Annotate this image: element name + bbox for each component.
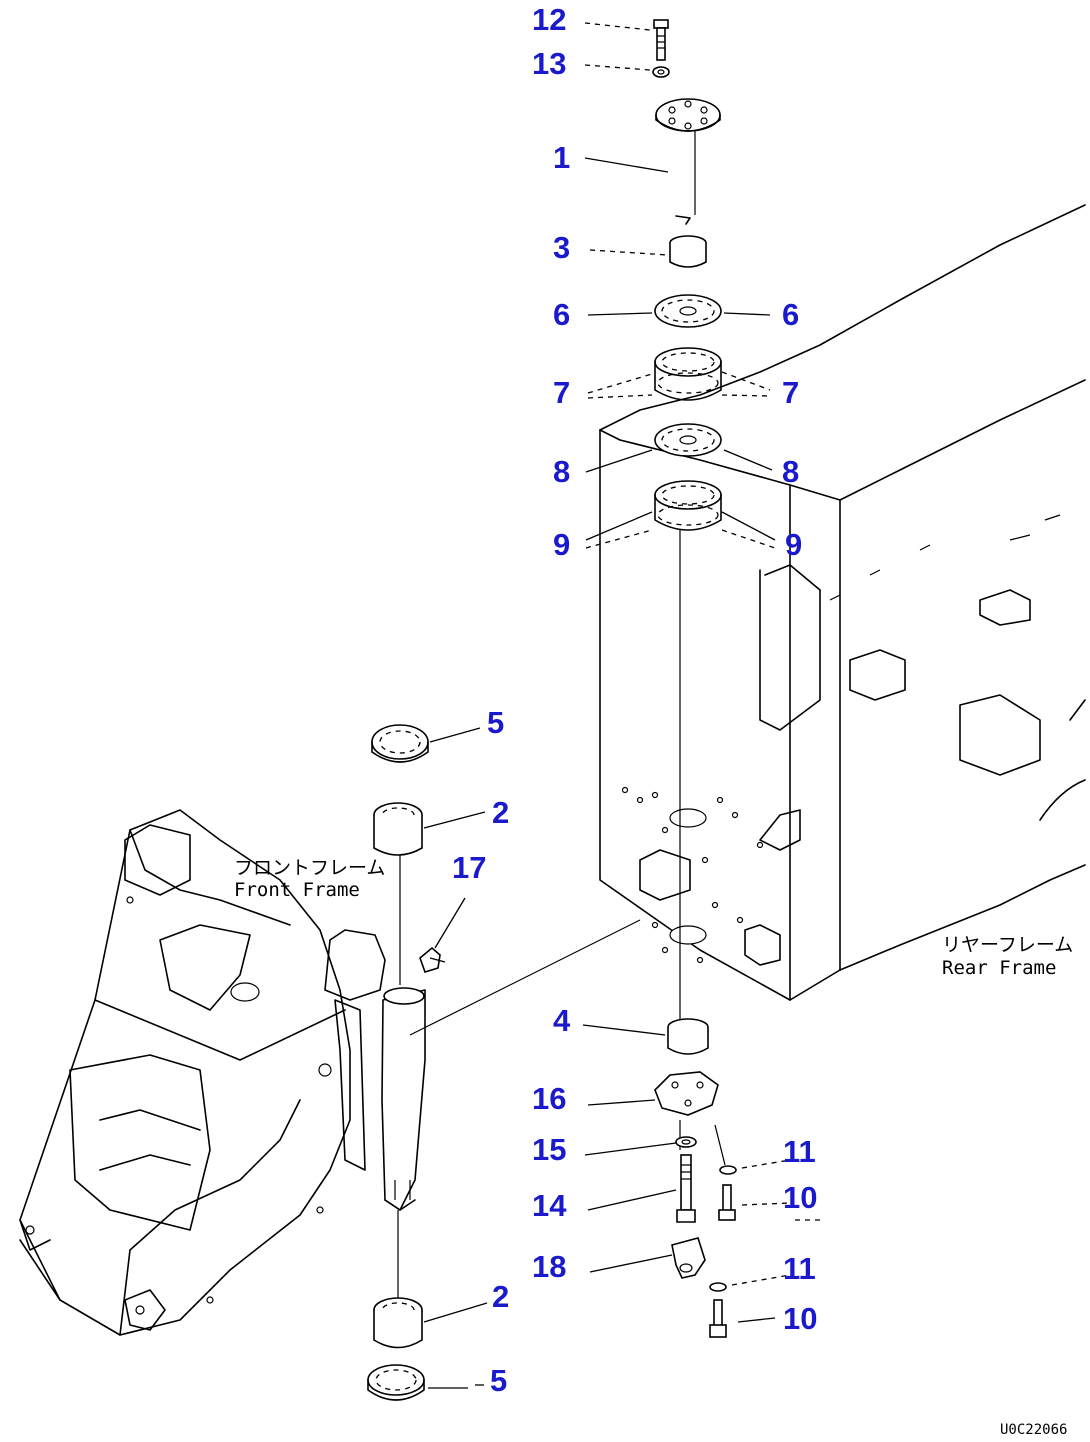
part-12-bolt <box>653 19 669 61</box>
drawing-reference-number: U0C22066 <box>1000 1422 1067 1438</box>
callout-1: 1 <box>553 140 570 175</box>
callout-10-bottom: 10 <box>783 1301 817 1336</box>
callout-6-left: 6 <box>553 297 570 332</box>
part-4-bushing <box>667 1018 709 1055</box>
part-11-washer-bottom <box>709 1282 727 1292</box>
part-2-bearing-bottom <box>373 1297 423 1349</box>
callout-8-left: 8 <box>553 454 570 489</box>
part-18-stopper <box>671 1237 706 1279</box>
leader-lines <box>423 22 820 1389</box>
callout-9-right: 9 <box>785 527 802 562</box>
part-8-shim <box>654 423 722 457</box>
part-16-plate <box>654 1071 719 1116</box>
callout-2-top: 2 <box>492 795 509 830</box>
part-15-washer <box>675 1136 697 1148</box>
callout-numbers: 12 13 1 3 6 6 7 7 8 8 9 9 5 2 17 4 16 15… <box>452 2 817 1398</box>
callout-6-right: 6 <box>782 297 799 332</box>
callout-7-right: 7 <box>782 375 799 410</box>
assembly-axis-lines <box>397 130 726 1305</box>
rear-frame-label-jp: リヤーフレーム <box>942 934 1073 956</box>
callout-17: 17 <box>452 850 486 885</box>
front-frame <box>19 809 426 1336</box>
callout-9-left: 9 <box>553 527 570 562</box>
rear-frame-label-en: Rear Frame <box>942 957 1056 979</box>
rear-frame <box>599 204 1086 1001</box>
part-2-bearing-top <box>373 802 423 856</box>
front-frame-label-jp: フロントフレーム <box>234 857 385 879</box>
callout-18: 18 <box>532 1249 566 1284</box>
part-9-shim-stack <box>654 480 722 531</box>
part-5-seal-bottom <box>367 1364 425 1401</box>
callout-5-top: 5 <box>487 705 504 740</box>
callout-15: 15 <box>532 1132 566 1167</box>
part-1-plate <box>655 98 721 225</box>
part-13-washer <box>652 66 670 78</box>
part-17-grease-fitting <box>419 946 446 973</box>
callout-11-bottom: 11 <box>783 1251 816 1286</box>
callout-13: 13 <box>532 46 566 81</box>
callout-16: 16 <box>532 1081 566 1116</box>
rear-frame-bolt-holes <box>621 786 764 964</box>
callout-10-top: 10 <box>783 1180 817 1215</box>
callout-7-left: 7 <box>553 375 570 410</box>
part-14-bolt <box>676 1154 696 1223</box>
callout-11-top: 11 <box>783 1134 816 1169</box>
part-10-bolt-top <box>718 1184 736 1221</box>
part-7-shim-stack <box>654 347 722 401</box>
part-5-seal-top <box>371 724 429 763</box>
callout-2-bottom: 2 <box>492 1279 509 1314</box>
part-3-bushing <box>669 235 707 268</box>
callout-14: 14 <box>532 1188 567 1223</box>
callout-3: 3 <box>553 230 570 265</box>
part-11-washer-top <box>719 1165 737 1175</box>
callout-4: 4 <box>553 1003 571 1038</box>
callout-8-right: 8 <box>782 454 799 489</box>
part-6-shim <box>654 294 722 328</box>
part-10-bolt-bottom <box>709 1299 727 1338</box>
callout-5-bottom: 5 <box>490 1363 507 1398</box>
front-frame-label-en: Front Frame <box>234 879 360 901</box>
callout-12: 12 <box>532 2 566 37</box>
frame-labels: フロントフレーム Front Frame リヤーフレーム Rear Frame <box>234 857 1073 979</box>
